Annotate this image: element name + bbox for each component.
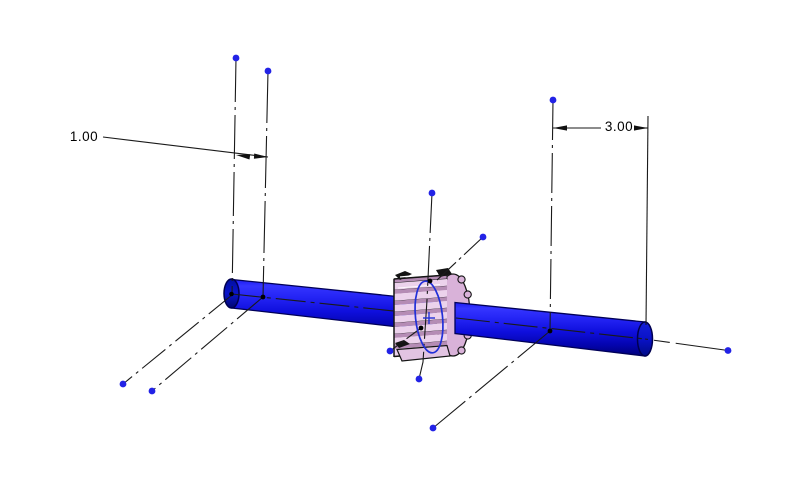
temporary-axes[interactable] xyxy=(122,57,729,429)
endpoint-handle[interactable] xyxy=(428,189,436,197)
axis-left-hole2-vertical[interactable] xyxy=(262,70,269,298)
axis-right-hole-transverse[interactable] xyxy=(432,330,551,429)
dimension-1[interactable] xyxy=(102,136,269,160)
gear-part[interactable] xyxy=(393,268,475,362)
axis-shaft-right[interactable] xyxy=(455,317,646,340)
axis-right-hole-vertical[interactable] xyxy=(549,99,554,332)
endpoint-handle[interactable] xyxy=(232,54,240,62)
junction-dot xyxy=(547,328,553,334)
axis-left-hole1-vertical[interactable] xyxy=(231,57,237,297)
axis-left-hole1-transverse[interactable] xyxy=(122,294,233,385)
axis-endpoint-handles[interactable] xyxy=(119,54,732,432)
junction-dot xyxy=(418,325,424,331)
junction-dot xyxy=(229,291,234,297)
axis-junction-dots xyxy=(229,278,553,334)
dimension-3[interactable] xyxy=(553,115,649,326)
endpoint-handle[interactable] xyxy=(415,375,423,383)
endpoint-handle[interactable] xyxy=(264,67,272,75)
dimension-3-arrow-left xyxy=(553,125,567,131)
dimension-3-extension-line xyxy=(645,115,649,326)
dimension-1-value[interactable]: 1.00 xyxy=(69,129,99,144)
endpoint-handle[interactable] xyxy=(119,380,127,388)
axis-center-transverse-upper[interactable] xyxy=(435,236,484,282)
dimension-3-value[interactable]: 3.00 xyxy=(604,119,634,134)
junction-dot xyxy=(260,294,266,300)
selected-hole-edge-highlight[interactable] xyxy=(412,280,446,354)
dimension-1-line xyxy=(102,136,269,158)
dimension-1-arrow-right xyxy=(253,153,268,159)
axis-shaft-extension[interactable] xyxy=(644,338,729,352)
dimension-1-arrow-left xyxy=(236,154,251,160)
endpoint-handle[interactable] xyxy=(724,347,732,354)
axis-left-hole2-transverse[interactable] xyxy=(151,296,264,392)
axis-shaft-left[interactable] xyxy=(231,293,395,312)
axis-center-transverse-lower[interactable] xyxy=(389,327,422,352)
junction-dot xyxy=(427,278,433,284)
highlight-ellipse xyxy=(414,280,444,354)
dimension-3-arrow-right xyxy=(634,125,648,131)
gear-teeth-stack xyxy=(393,268,452,362)
endpoint-handle[interactable] xyxy=(429,424,437,432)
endpoint-handle[interactable] xyxy=(549,96,557,104)
endpoint-handle[interactable] xyxy=(479,233,487,241)
axis-center-vertical[interactable] xyxy=(418,192,433,380)
endpoint-handle[interactable] xyxy=(148,387,156,395)
endpoint-handle[interactable] xyxy=(386,347,394,355)
